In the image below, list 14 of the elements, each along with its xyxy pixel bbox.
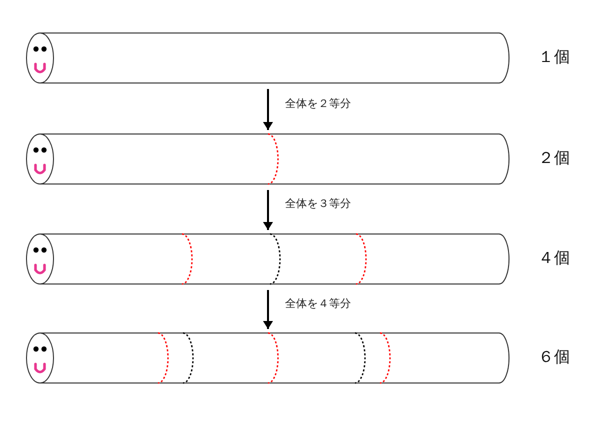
- edge-label: 全体を３等分: [285, 197, 351, 211]
- tube-drawing: [25, 332, 511, 384]
- edge-label: 全体を４等分: [285, 296, 351, 310]
- count-label: ４個: [538, 249, 570, 269]
- tube-drawing: [25, 233, 511, 285]
- arrow: [263, 89, 273, 130]
- count-label: ６個: [538, 348, 570, 368]
- arrow: [263, 190, 273, 230]
- tube-drawing: [25, 32, 511, 84]
- count-label: １個: [538, 48, 570, 68]
- tube-drawing: [25, 133, 511, 185]
- arrow: [263, 290, 273, 329]
- count-label: ２個: [538, 149, 570, 169]
- edge-label: 全体を２等分: [285, 96, 351, 110]
